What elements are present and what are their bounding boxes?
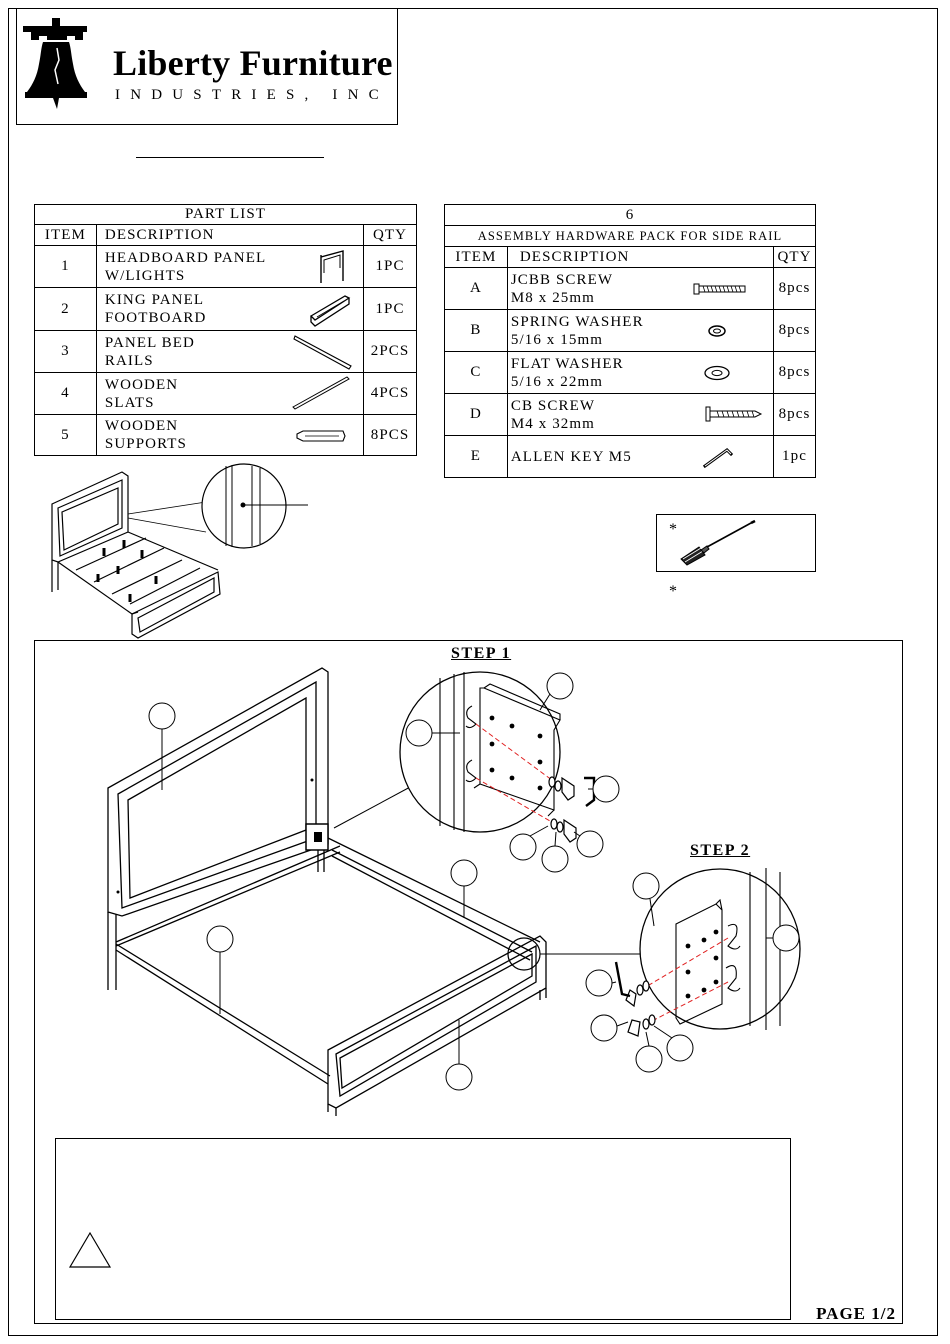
description-line: FLAT WASHER (510, 355, 624, 372)
table-row: E ALLEN KEY M5 1pc (444, 435, 816, 478)
row-item: 1 (34, 245, 97, 288)
tool-note-star-2: * (669, 583, 677, 600)
table-row: 5 WOODEN SUPPORTS 8PCS (34, 414, 417, 456)
row-item: 4 (34, 372, 97, 415)
row-item: C (444, 351, 508, 394)
table-row: 1 HEADBOARD PANEL W/LIGHTS 1PC (34, 245, 417, 288)
headboard-icon (320, 250, 344, 283)
col-item-header: ITEM (444, 246, 508, 268)
screwdriver-icon (680, 519, 756, 566)
row-qty: 8pcs (773, 393, 816, 436)
table-row: 2 KING PANEL FOOTBOARD 1PC (34, 287, 417, 331)
part-list-title: PART LIST (34, 204, 417, 225)
description-line: SLATS (104, 394, 155, 411)
table-row: D CB SCREW M4 x 32mm 8pcs (444, 393, 816, 436)
support-icon (296, 430, 346, 442)
description-line: 5/16 x 22mm (510, 373, 603, 390)
row-qty: 1PC (363, 287, 417, 331)
table-row: 4 WOODEN SLATS 4PCS (34, 372, 417, 415)
page-number: PAGE 1/2 (816, 1304, 896, 1323)
row-qty: 1PC (363, 245, 417, 288)
row-description: WOODEN SLATS (95, 372, 365, 415)
notes-box (55, 1138, 791, 1320)
description-line: JCBB SCREW (510, 271, 614, 288)
row-item: E (444, 435, 508, 478)
col-item-header: ITEM (34, 224, 97, 246)
row-description: HEADBOARD PANEL W/LIGHTS (95, 245, 365, 288)
row-description: FLAT WASHER 5/16 x 22mm (506, 351, 775, 394)
footboard-icon (310, 295, 351, 327)
row-qty: 8pcs (773, 267, 816, 310)
table-row: 3 PANEL BED RAILS 2PCS (34, 330, 417, 373)
row-qty: 8pcs (773, 309, 816, 352)
description-line: RAILS (104, 352, 154, 369)
description-line: WOODEN (104, 418, 179, 434)
row-qty: 8pcs (773, 351, 816, 394)
row-qty: 4PCS (363, 372, 417, 415)
spring-washer-icon (708, 325, 726, 337)
page-frame (8, 8, 938, 1336)
row-item: 2 (34, 287, 97, 331)
row-item: A (444, 267, 508, 310)
bed-overview-illustration (51, 463, 308, 639)
row-item: 3 (34, 330, 97, 373)
hardware-title: ASSEMBLY HARDWARE PACK FOR SIDE RAIL (444, 225, 816, 247)
title-underline (136, 157, 324, 158)
brand-subtitle: INDUSTRIES, INC (115, 87, 389, 103)
row-item: B (444, 309, 508, 352)
col-description-header: DESCRIPTION (95, 224, 365, 246)
description-line: M4 x 32mm (510, 415, 595, 432)
description-line: PANEL BED (104, 334, 195, 351)
description-line: M8 x 25mm (510, 289, 595, 306)
row-item: D (444, 393, 508, 436)
step-1-label: STEP 1 (451, 645, 512, 662)
description-line: CB SCREW (510, 397, 596, 414)
row-description: KING PANEL FOOTBOARD (95, 287, 365, 331)
wood-screw-icon (705, 406, 763, 422)
row-description: WOODEN SUPPORTS (95, 414, 365, 456)
row-description: JCBB SCREW M8 x 25mm (506, 267, 775, 310)
tool-box: * (656, 514, 816, 572)
description-line: ALLEN KEY M5 (510, 448, 632, 465)
part-list-table: PART LIST ITEM DESCRIPTION QTY 1 HEADBOA… (34, 204, 417, 456)
description-line: FOOTBOARD (104, 310, 207, 326)
description-line: WOODEN (104, 376, 179, 393)
warning-triangle-icon (68, 1231, 112, 1268)
assembly-steps-box (34, 640, 903, 1324)
logo-box: Liberty Furniture INDUSTRIES, INC (16, 8, 398, 125)
row-description: CB SCREW M4 x 32mm (506, 393, 775, 436)
bolt-icon (693, 283, 746, 295)
col-description-header: DESCRIPTION (506, 246, 775, 268)
table-row: B SPRING WASHER 5/16 x 15mm 8pcs (444, 309, 816, 352)
hardware-item-number: 6 (444, 204, 816, 226)
description-line: 5/16 x 15mm (510, 331, 603, 348)
row-qty: 2PCS (363, 330, 417, 373)
flat-washer-icon (704, 365, 730, 381)
description-line: W/LIGHTS (104, 267, 186, 284)
description-line: SPRING WASHER (510, 313, 644, 330)
rail-icon (293, 335, 352, 370)
table-row: A JCBB SCREW M8 x 25mm 8pcs (444, 267, 816, 310)
row-qty: 8PCS (363, 414, 417, 456)
liberty-bell-icon (23, 18, 87, 109)
description-line: HEADBOARD PANEL (104, 249, 267, 266)
col-qty-header: QTY (773, 246, 816, 268)
hardware-table: 6 ASSEMBLY HARDWARE PACK FOR SIDE RAIL I… (444, 204, 816, 478)
bed-assembly-illustration (107, 667, 801, 1116)
col-qty-header: QTY (363, 224, 417, 246)
allen-key-icon (702, 448, 734, 469)
step-2-label: STEP 2 (690, 842, 751, 859)
brand-name: Liberty Furniture (113, 43, 393, 83)
row-qty: 1pc (773, 435, 816, 478)
row-description: ALLEN KEY M5 (506, 435, 775, 478)
table-row: C FLAT WASHER 5/16 x 22mm 8pcs (444, 351, 816, 394)
slat-icon (292, 376, 350, 410)
row-item: 5 (34, 414, 97, 456)
tool-note-star: * (669, 521, 677, 538)
description-line: SUPPORTS (104, 436, 187, 452)
description-line: KING PANEL (104, 292, 205, 308)
row-description: SPRING WASHER 5/16 x 15mm (506, 309, 775, 352)
row-description: PANEL BED RAILS (95, 330, 365, 373)
